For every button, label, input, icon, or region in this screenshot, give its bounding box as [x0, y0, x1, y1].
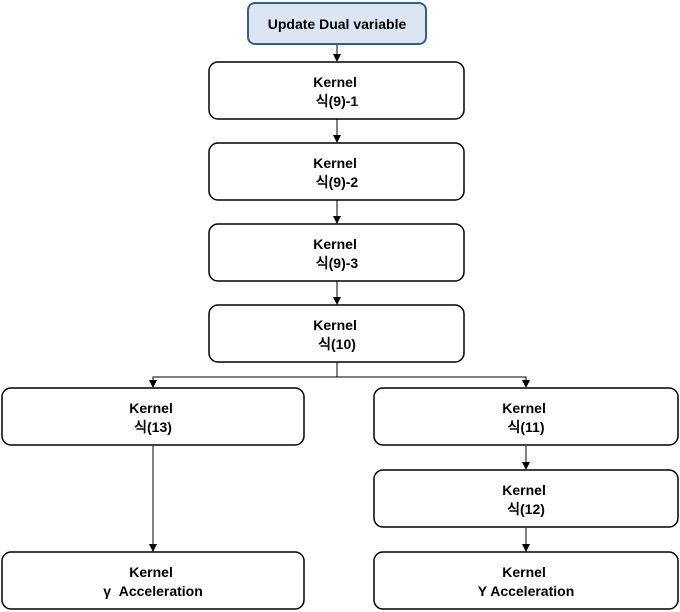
- node-label-line-1: Kernel: [502, 482, 546, 498]
- node-label-line-2: 식(12): [507, 501, 545, 517]
- node-kernel-9-1: Kernel 식(9)-1: [208, 61, 465, 120]
- node-label-line-2: 식(9)-3: [316, 255, 359, 271]
- svg-text:Update Dual variable: Update Dual variable: [268, 16, 407, 32]
- node-kernel-13: Kernel 식(13): [1, 387, 305, 446]
- connectors: [149, 45, 530, 552]
- node-kernel-9-3: Kernel 식(9)-3: [208, 223, 465, 282]
- svg-text:Kernel 식(12): Kernel 식(12): [502, 482, 549, 517]
- node-label-line-1: Kernel: [313, 317, 357, 333]
- node-label-line-1: Kernel: [129, 564, 173, 580]
- node-label-line-2: 식(11): [507, 419, 544, 435]
- node-kernel-gamma-acceleration: Kernel γ Acceleration: [1, 551, 305, 610]
- node-kernel-11: Kernel 식(11): [373, 387, 679, 446]
- branch-line-kernel-10-right: [337, 376, 530, 388]
- node-label-line-2: 식(9)-2: [316, 174, 359, 190]
- node-label-line-1: Kernel: [313, 74, 357, 90]
- node-label-line-2: 식(13): [134, 419, 172, 435]
- svg-text:Kernel 식(13): Kernel 식(13): [129, 400, 176, 435]
- branch-line-kernel-10: [149, 362, 338, 388]
- svg-text:Kernel 식(9)-1: Kernel 식(9)-1: [313, 74, 360, 109]
- svg-text:Kernel γ Acceleration: Kernel γ Acceleration: [103, 564, 203, 599]
- node-label-line-2: Y Acceleration: [478, 583, 575, 599]
- node-kernel-y-acceleration: Kernel Y Acceleration: [373, 551, 679, 610]
- node-label-line-1: Kernel: [502, 564, 546, 580]
- node-label-line-1: Kernel: [129, 400, 173, 416]
- node-label: Update Dual variable: [268, 16, 407, 32]
- node-kernel-12: Kernel 식(12): [373, 469, 679, 528]
- node-label-line-1: Kernel: [313, 236, 357, 252]
- node-label-line-1: Kernel: [502, 400, 546, 416]
- node-kernel-10: Kernel 식(10): [208, 304, 465, 363]
- node-label-line-2: γ Acceleration: [103, 583, 203, 599]
- node-label-line-2: 식(10): [318, 336, 356, 352]
- node-update-dual-variable: Update Dual variable: [247, 2, 427, 45]
- svg-text:Kernel 식(10): Kernel 식(10): [313, 317, 360, 352]
- svg-text:Kernel 식(9)-3: Kernel 식(9)-3: [313, 236, 360, 271]
- node-kernel-9-2: Kernel 식(9)-2: [208, 142, 465, 201]
- node-label-line-1: Kernel: [313, 155, 357, 171]
- svg-text:Kernel 식(11): Kernel 식(11): [502, 400, 549, 435]
- svg-text:Kernel Y Acceleration: Kernel Y Acceleration: [478, 564, 575, 599]
- node-label-line-2: 식(9)-1: [316, 93, 359, 109]
- svg-text:Kernel 식(9)-2: Kernel 식(9)-2: [313, 155, 360, 190]
